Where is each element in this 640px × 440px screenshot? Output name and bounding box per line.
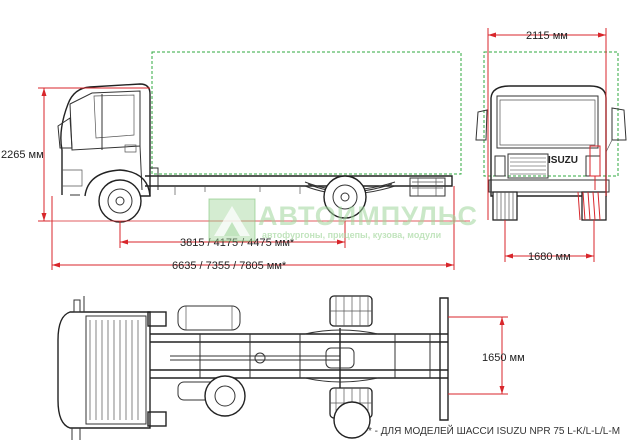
rear-width-label: 2115 мм	[526, 30, 568, 42]
watermark-tagline: автофургоны, прицепы, кузова, модули	[262, 230, 441, 240]
watermark: АВТОИМПУЛЬС автофургоны, прицепы, кузова…	[208, 198, 478, 242]
frame-rails-top	[150, 333, 448, 343]
top-view: 1650 мм	[57, 295, 525, 440]
watermark-brand: АВТОИМПУЛЬС	[258, 201, 478, 231]
cargo-body-outline	[151, 51, 462, 175]
frame-rail	[145, 175, 453, 187]
cab-badge: ISUZU	[548, 155, 578, 166]
cab-top	[57, 311, 151, 429]
footnote: * - ДЛЯ МОДЕЛЕЙ ШАССИ ISUZU NPR 75 L-K/L…	[368, 424, 620, 437]
front-body-outline	[483, 51, 619, 177]
side-view: 2265 мм 3815 / 4175 / 4475 мм* 6635 / 73…	[1, 51, 470, 272]
frame-width-label: 1650 мм	[482, 352, 525, 364]
length-label: 6635 / 7355 / 7805 мм*	[172, 260, 287, 272]
front-track-label: 1680 мм	[528, 251, 571, 263]
front-view: ISUZU 2115 мм 1680 мм	[475, 28, 627, 263]
cab-outline	[60, 83, 151, 197]
height-label: 2265 мм	[1, 149, 44, 161]
